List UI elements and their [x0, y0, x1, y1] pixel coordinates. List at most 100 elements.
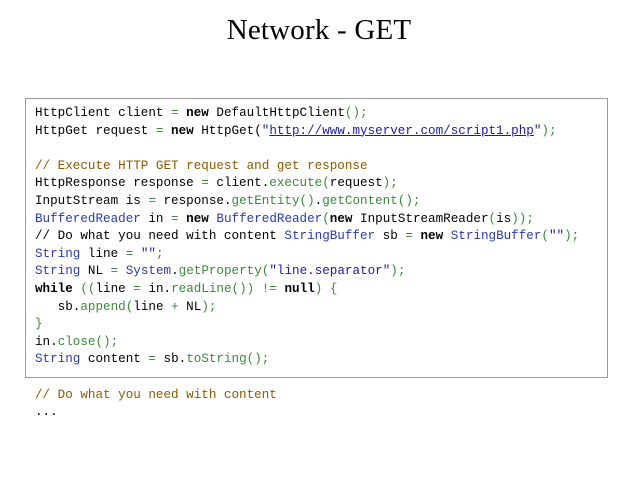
code-line: while ((line = in.readLine()) != null) {: [35, 281, 607, 299]
code-token: getContent(): [322, 193, 413, 208]
code-line: HttpClient client = new DefaultHttpClien…: [35, 105, 607, 123]
code-token: new: [329, 211, 353, 226]
code-token: close(): [57, 334, 111, 349]
code-token: );: [564, 229, 580, 244]
code-token: =: [201, 176, 209, 191]
code-token: [254, 282, 262, 296]
code-token: request: [329, 176, 383, 191]
code-line: HttpResponse response = client.execute(r…: [35, 175, 607, 193]
code-token: [443, 229, 451, 243]
code-token: [322, 282, 330, 296]
code-token: {: [329, 281, 338, 296]
code-token: line: [133, 299, 172, 314]
code-token: String: [35, 352, 81, 367]
code-token: getProperty(: [178, 264, 270, 279]
code-token: NL: [80, 264, 111, 279]
code-token: new: [186, 106, 209, 120]
code-token: line: [80, 246, 126, 261]
slide-title: Network - GET: [226, 14, 412, 46]
code-token: =: [155, 123, 164, 138]
code-token: ;: [261, 352, 270, 367]
code-line: HttpGet request = new HttpGet("http://ww…: [35, 123, 607, 141]
code-token: HttpClient client: [35, 106, 172, 120]
code-token: =: [171, 211, 179, 226]
code-line: String content = sb.toString();: [35, 351, 607, 369]
code-token: );: [201, 299, 217, 314]
code-token: HttpResponse response: [35, 176, 202, 191]
code-token: // Execute HTTP GET request and get resp…: [35, 158, 368, 173]
code-token: is: [496, 211, 512, 226]
code-token: +: [171, 299, 179, 314]
code-token: getEntity(): [231, 193, 315, 208]
code-token: BufferedReader: [216, 211, 323, 226]
code-token: ;: [155, 246, 164, 261]
code-token: ": [533, 123, 542, 138]
code-token: =: [148, 193, 156, 208]
code-token: =: [148, 352, 156, 367]
code-token: client.: [208, 176, 270, 191]
code-token: "": [548, 229, 565, 244]
code-line: BufferedReader in = new BufferedReader(n…: [35, 211, 607, 229]
code-token: );: [541, 123, 557, 138]
code-token: System: [125, 264, 172, 279]
code-token: =: [125, 246, 134, 261]
code-token: in: [140, 211, 172, 226]
code-token: =: [110, 264, 119, 279]
code-token: new: [420, 229, 444, 244]
code-token: InputStreamReader: [352, 211, 489, 226]
code-token: =: [405, 229, 413, 244]
code-token: readLine(): [171, 281, 247, 296]
code-token: !=: [261, 281, 277, 296]
code-token: "": [140, 246, 156, 261]
code-token: ;: [110, 334, 119, 349]
code-line: InputStream is = response.getEntity().ge…: [35, 193, 607, 211]
code-token: ));: [511, 211, 534, 226]
code-token: [118, 264, 126, 278]
code-token: (: [541, 229, 549, 244]
code-token: new: [171, 123, 194, 138]
code-lines: HttpClient client = new DefaultHttpClien…: [35, 105, 607, 422]
code-token: StringBuffer: [284, 229, 376, 244]
code-token: ...: [35, 405, 58, 420]
code-token: NL: [178, 299, 202, 314]
code-line: sb.append(line + NL);: [35, 299, 607, 317]
code-line: // Execute HTTP GET request and get resp…: [35, 158, 607, 176]
code-token: DefaultHttpClient: [208, 106, 345, 120]
code-token: while: [35, 281, 73, 296]
code-token: [163, 124, 171, 138]
code-line: in.close();: [35, 334, 607, 352]
code-token: "line.separator": [269, 264, 391, 279]
code-line: ​: [35, 369, 607, 387]
code-token: sb.: [155, 352, 187, 367]
code-token: new: [186, 211, 209, 226]
code-token: [133, 247, 141, 261]
code-token: ): [246, 281, 255, 296]
code-token: );: [382, 176, 398, 191]
code-token: line: [95, 281, 134, 296]
code-token: in.: [140, 281, 172, 296]
code-line: // Do what you need with content: [35, 387, 607, 405]
code-token: sb.: [35, 299, 81, 314]
code-token: }: [35, 317, 43, 332]
code-token: ): [314, 281, 323, 296]
code-token: // Do what you need with content: [35, 229, 285, 244]
code-token: ;: [412, 193, 421, 208]
code-line: // Do what you need with content StringB…: [35, 228, 607, 246]
code-token: StringBuffer: [450, 229, 542, 244]
code-token: toString(): [186, 352, 262, 367]
code-line: String NL = System.getProperty("line.sep…: [35, 263, 607, 281]
code-token: HttpGet(: [193, 123, 262, 138]
code-token: =: [133, 281, 141, 296]
code-line: }: [35, 316, 607, 334]
code-token: );: [390, 264, 406, 279]
code-token: InputStream is: [35, 193, 149, 208]
code-block: HttpClient client = new DefaultHttpClien…: [25, 98, 608, 419]
code-token: String: [35, 246, 81, 261]
code-token: (: [322, 211, 330, 226]
code-token: // Do what you need with content: [35, 387, 277, 402]
code-line: ...: [35, 404, 607, 422]
code-line: String line = "";: [35, 246, 607, 264]
code-token: execute(: [269, 176, 330, 191]
code-token: String: [35, 264, 81, 279]
code-token: null: [284, 281, 315, 296]
